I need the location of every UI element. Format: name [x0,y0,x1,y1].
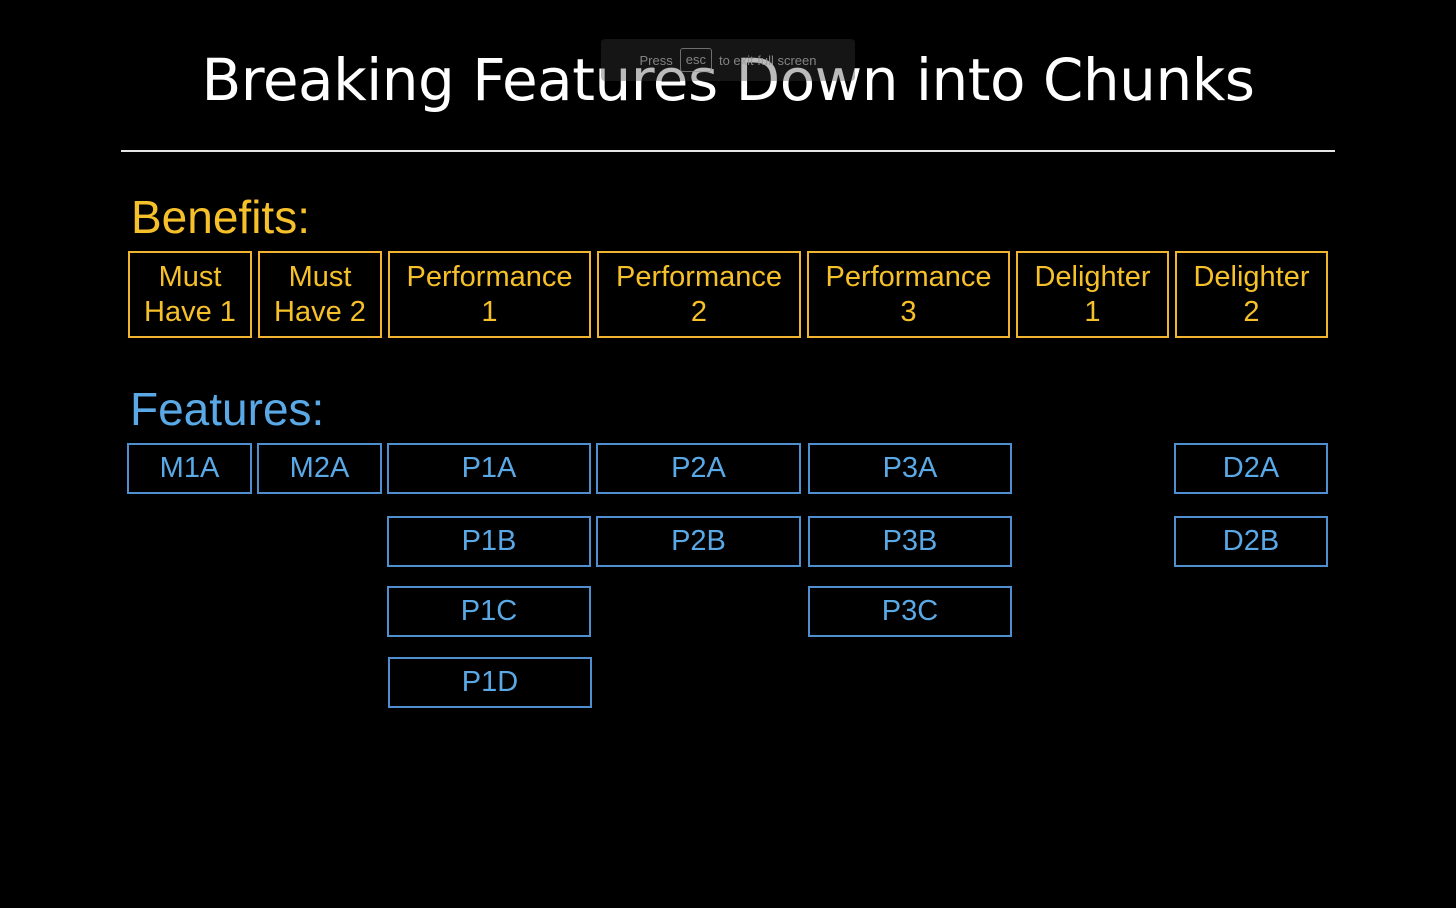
feature-p1d: P1D [388,657,592,708]
feature-p2b: P2B [596,516,801,567]
features-label: Features: [130,383,325,435]
benefits-label: Benefits: [131,191,310,243]
hint-press-text: Press [639,52,673,68]
benefit-must-have-2: Must Have 2 [258,251,382,338]
feature-m1a: M1A [127,443,252,494]
feature-p1c: P1C [387,586,591,637]
benefit-delighter-2: Delighter 2 [1175,251,1328,338]
benefit-performance-3: Performance 3 [807,251,1010,338]
feature-p3c: P3C [808,586,1012,637]
hint-exit-text: to exit full screen [718,52,817,68]
feature-p3a: P3A [808,443,1012,494]
feature-p2a: P2A [596,443,801,494]
esc-key-icon: esc [679,48,712,72]
fullscreen-exit-hint: Press esc to exit full screen [601,39,855,81]
feature-d2a: D2A [1174,443,1328,494]
feature-p1a: P1A [387,443,591,494]
slide-title: Breaking Features Down into Chunks [201,46,1255,114]
benefit-performance-1: Performance 1 [388,251,591,338]
title-divider [121,150,1335,152]
feature-p3b: P3B [808,516,1012,567]
feature-d2b: D2B [1174,516,1328,567]
benefit-delighter-1: Delighter 1 [1016,251,1169,338]
benefit-performance-2: Performance 2 [597,251,801,338]
feature-p1b: P1B [387,516,591,567]
benefit-must-have-1: Must Have 1 [128,251,252,338]
feature-m2a: M2A [257,443,382,494]
